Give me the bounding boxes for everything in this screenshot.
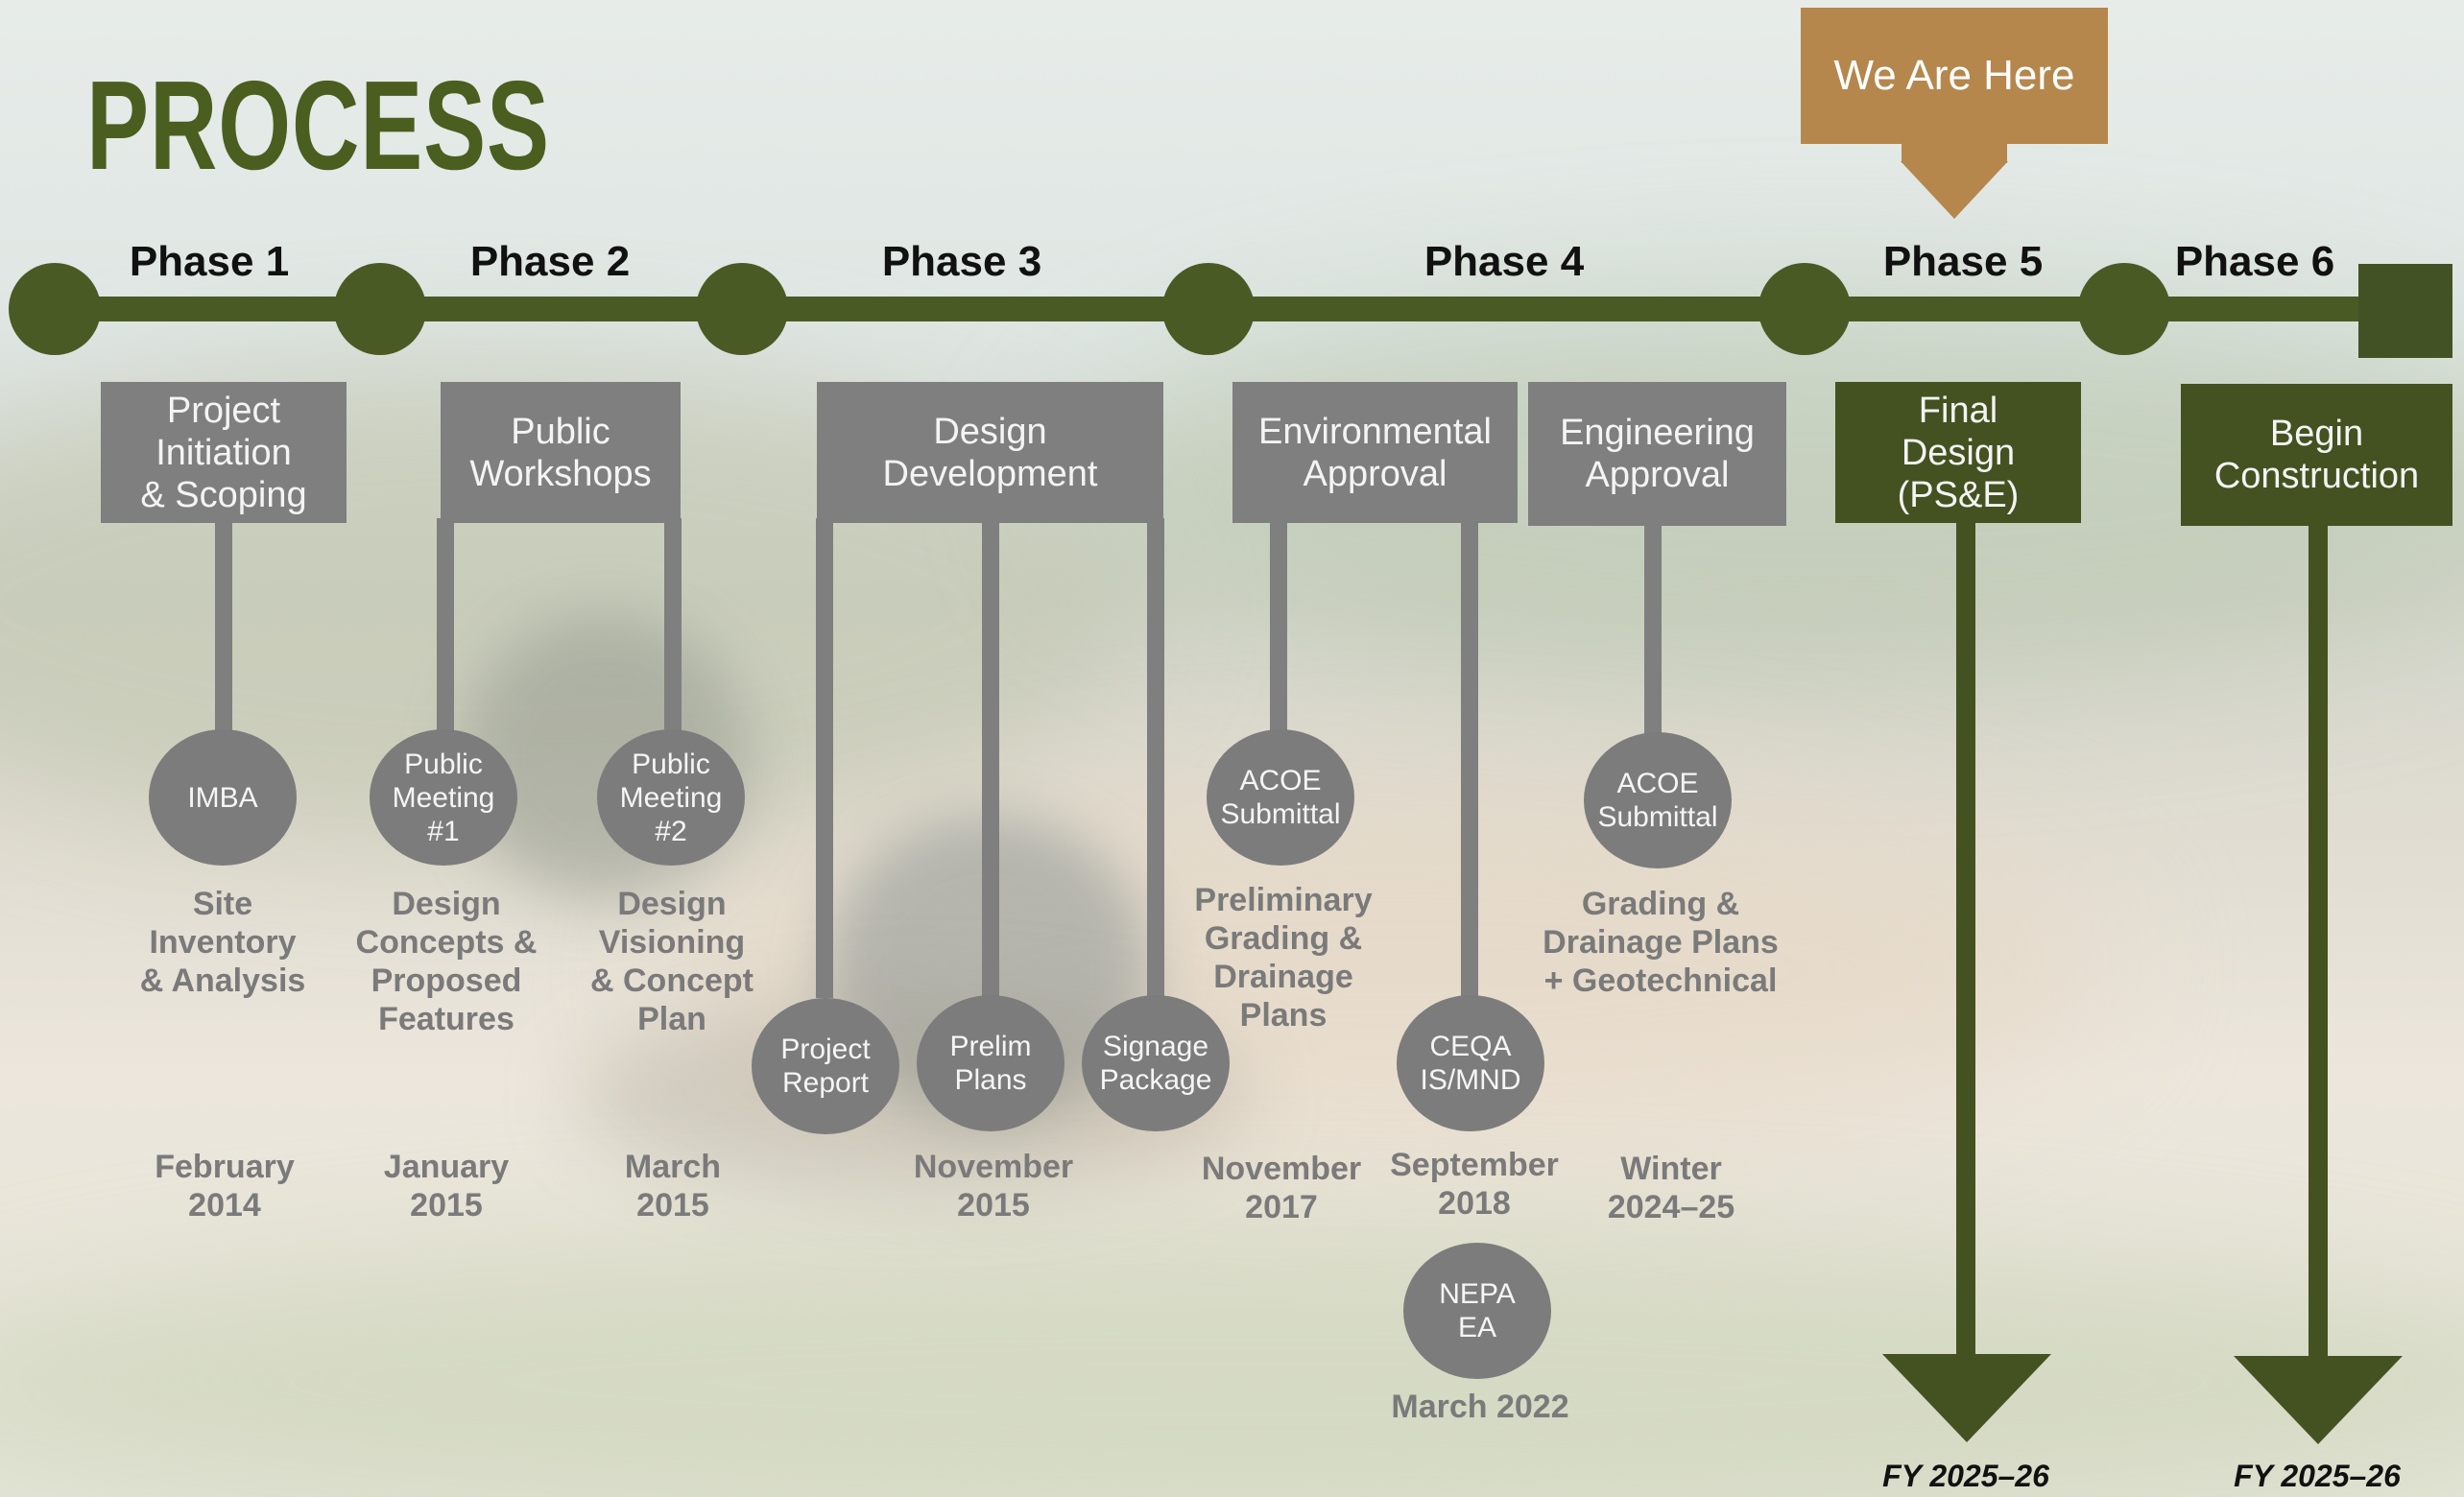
- box-final-design: Final Design (PS&E): [1835, 382, 2081, 523]
- milestone-signage-package: Signage Package: [1082, 995, 1230, 1131]
- milestone-public-meeting-1: Public Meeting #1: [370, 729, 517, 866]
- date-winter-2024: Winter 2024–25: [1607, 1151, 1735, 1225]
- connector-line: [816, 518, 833, 998]
- date-feb-2014: February 2014: [155, 1149, 295, 1224]
- milestone-acoe-submittal-2: ACOE Submittal: [1584, 732, 1732, 868]
- milestone-acoe-submittal: ACOE Submittal: [1207, 729, 1354, 866]
- we-are-here-marker: We Are Here: [1801, 8, 2108, 144]
- timeline-dot: [2078, 263, 2170, 355]
- arrow-down-icon: [1882, 1354, 2051, 1442]
- description-site-inventory: Site Inventory & Analysis: [139, 886, 306, 999]
- we-are-here-arrow-stem: [1902, 142, 2007, 163]
- phase-1-label: Phase 1: [129, 238, 290, 285]
- milestone-ceqa: CEQA IS/MND: [1397, 995, 1544, 1131]
- connector-line: [1147, 518, 1164, 998]
- timeline-dot: [9, 263, 101, 355]
- connector-line: [1461, 518, 1478, 998]
- date-sep-2018: September 2018: [1390, 1147, 1559, 1222]
- milestone-imba: IMBA: [149, 729, 297, 866]
- arrow-shaft: [2309, 523, 2328, 1358]
- date-mar-2022: March 2022: [1391, 1389, 1569, 1425]
- box-public-workshops: Public Workshops: [441, 382, 681, 523]
- arrow-shaft: [1956, 523, 1975, 1358]
- milestone-public-meeting-2: Public Meeting #2: [597, 729, 745, 866]
- phase-2-label: Phase 2: [469, 238, 631, 285]
- date-nov-2015: November 2015: [913, 1149, 1074, 1224]
- box-begin-construction: Begin Construction: [2181, 384, 2452, 526]
- description-design-visioning: Design Visioning & Concept Plan: [590, 886, 754, 1037]
- date-nov-2017: November 2017: [1201, 1151, 1362, 1225]
- phase-3-label: Phase 3: [881, 238, 1042, 285]
- date-mar-2015: March 2015: [624, 1149, 722, 1224]
- milestone-prelim-plans: Prelim Plans: [917, 995, 1065, 1131]
- timeline-end-square: [2358, 264, 2452, 358]
- milestone-project-report: Project Report: [752, 998, 899, 1134]
- connector-line: [1644, 518, 1662, 739]
- connector-line: [982, 518, 999, 998]
- box-project-initiation: Project Initiation & Scoping: [101, 382, 347, 523]
- timeline-dot: [334, 263, 426, 355]
- connector-line: [664, 518, 682, 739]
- timeline-dot: [1162, 263, 1255, 355]
- date-jan-2015: January 2015: [383, 1149, 510, 1224]
- milestone-nepa: NEPA EA: [1403, 1243, 1551, 1379]
- phase-6-label: Phase 6: [2174, 238, 2335, 285]
- box-environmental-approval: Environmental Approval: [1232, 382, 1518, 523]
- page-title: PROCESS: [86, 55, 550, 196]
- timeline-dot: [696, 263, 788, 355]
- timeline-dot: [1758, 263, 1851, 355]
- fiscal-year-label: FY 2025–26: [1882, 1459, 2049, 1493]
- connector-line: [1270, 518, 1287, 739]
- description-preliminary-grading: Preliminary Grading & Drainage Plans: [1194, 882, 1373, 1034]
- arrow-down-icon: [2234, 1356, 2403, 1444]
- connector-line: [437, 518, 454, 739]
- fiscal-year-label: FY 2025–26: [2234, 1459, 2401, 1493]
- connector-line: [215, 518, 232, 739]
- phase-4-label: Phase 4: [1423, 238, 1585, 285]
- box-engineering-approval: Engineering Approval: [1528, 382, 1786, 526]
- phase-5-label: Phase 5: [1882, 238, 2044, 285]
- we-are-here-arrow-icon: [1901, 161, 2008, 219]
- description-grading-drainage: Grading & Drainage Plans + Geotechnical: [1543, 886, 1779, 999]
- box-design-development: Design Development: [817, 382, 1163, 523]
- description-design-concepts: Design Concepts & Proposed Features: [355, 886, 538, 1037]
